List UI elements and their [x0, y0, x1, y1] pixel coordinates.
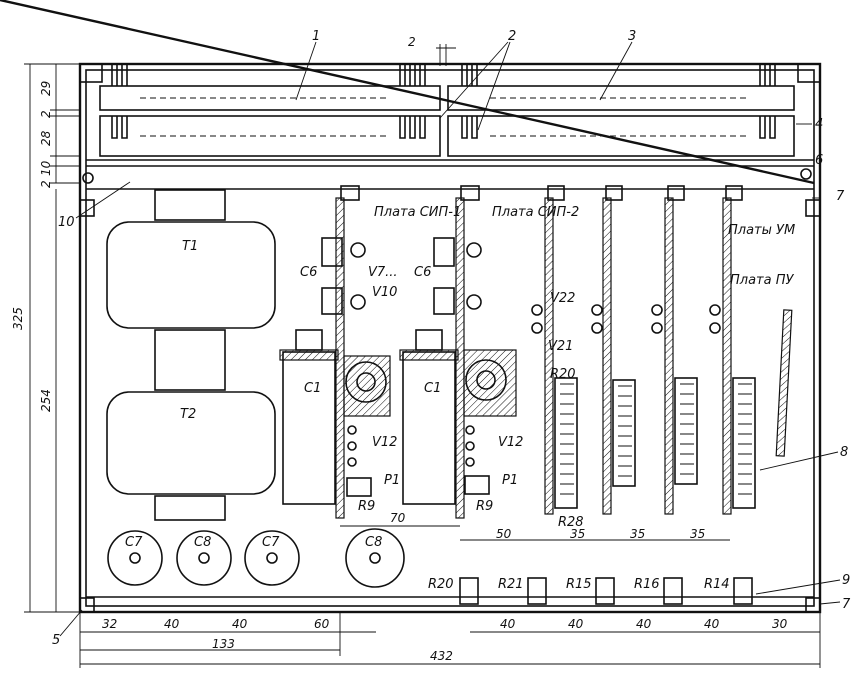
sip1-label: Плата СИП-1 — [374, 205, 461, 220]
dim-432: 432 — [430, 649, 453, 663]
dim-30: 30 — [772, 617, 788, 631]
dim-40-f: 40 — [704, 617, 720, 631]
p1-label-1: P1 — [384, 473, 400, 488]
bottom-capacitors — [107, 528, 405, 588]
sip1-block — [279, 185, 391, 519]
pu-label: Плата ПУ — [730, 273, 794, 288]
r9-label-1: R9 — [358, 499, 375, 514]
dim-40-a: 40 — [164, 617, 180, 631]
callout-10: 10 — [58, 215, 75, 230]
um-label: Платы УМ — [728, 223, 795, 238]
amplifier-boards — [531, 185, 793, 515]
transformer-t1 — [106, 189, 276, 391]
callout-2: 2 — [508, 29, 516, 44]
dim-254: 254 — [39, 389, 53, 412]
r20-board-label: R20 — [550, 367, 576, 382]
dim-133: 133 — [212, 637, 235, 651]
c6-label-2: C6 — [414, 265, 431, 280]
t2-label: T2 — [180, 407, 196, 422]
p1-label-2: P1 — [502, 473, 518, 488]
r15-bottom-label: R15 — [566, 577, 592, 592]
dim-28: 28 — [39, 130, 53, 146]
callout-1: 1 — [312, 29, 320, 44]
dim-40-d: 40 — [568, 617, 584, 631]
callout-7-top: 7 — [836, 189, 845, 204]
dim-10: 10 — [39, 160, 53, 176]
dim-top-2: 2 — [408, 35, 416, 49]
v12-label-2: V12 — [498, 435, 523, 450]
t1-label: T1 — [182, 239, 198, 254]
c8-label-1: C8 — [194, 535, 211, 550]
callout-7-bottom: 7 — [842, 597, 851, 612]
callout-6: 6 — [815, 153, 823, 168]
dim-325: 325 — [11, 307, 25, 330]
v22-label: V22 — [550, 291, 575, 306]
c8-label-2: C8 — [365, 535, 382, 550]
dim-40-e: 40 — [636, 617, 652, 631]
callout-leaders — [59, 41, 841, 637]
dim-35-a: 35 — [570, 527, 585, 541]
sip2-block — [399, 185, 517, 519]
v12-label-1: V12 — [372, 435, 397, 450]
r9-label-2: R9 — [476, 499, 493, 514]
r20-bottom-label: R20 — [428, 577, 454, 592]
v10-label: V10 — [372, 285, 397, 300]
callout-4: 4 — [815, 117, 823, 132]
callout-8: 8 — [840, 445, 848, 460]
c1-label-1: C1 — [304, 381, 321, 396]
c6-label-1: C6 — [300, 265, 317, 280]
c1-label-2: C1 — [424, 381, 441, 396]
r14-bottom-label: R14 — [704, 577, 730, 592]
sip2-label: Плата СИП-2 — [492, 205, 579, 220]
callout-9: 9 — [842, 573, 850, 588]
r16-bottom-label: R16 — [634, 577, 660, 592]
callout-5: 5 — [52, 633, 60, 648]
v21-label: V21 — [548, 339, 573, 354]
heatsink-profiles — [99, 63, 795, 157]
dim-60: 60 — [314, 617, 330, 631]
dim-32: 32 — [102, 617, 117, 631]
c7-label-2: C7 — [262, 535, 280, 550]
v7-label: V7... — [368, 265, 398, 280]
chassis-frame — [0, 0, 822, 614]
callout-3: 3 — [628, 29, 636, 44]
dim-2b: 2 — [39, 180, 53, 188]
dim-40-b: 40 — [232, 617, 248, 631]
dim-70: 70 — [390, 511, 406, 525]
dimension-lines — [24, 44, 821, 668]
bottom-resistors — [459, 577, 753, 605]
dim-35-c: 35 — [690, 527, 705, 541]
transformer-t2 — [106, 391, 276, 521]
r21-bottom-label: R21 — [498, 577, 524, 592]
dim-35-b: 35 — [630, 527, 645, 541]
dim-40-c: 40 — [500, 617, 516, 631]
dim-29: 29 — [39, 81, 53, 96]
c7-label-1: C7 — [125, 535, 143, 550]
dim-2: 2 — [39, 110, 53, 118]
dim-50: 50 — [496, 527, 512, 541]
r28-label: R28 — [558, 515, 584, 530]
